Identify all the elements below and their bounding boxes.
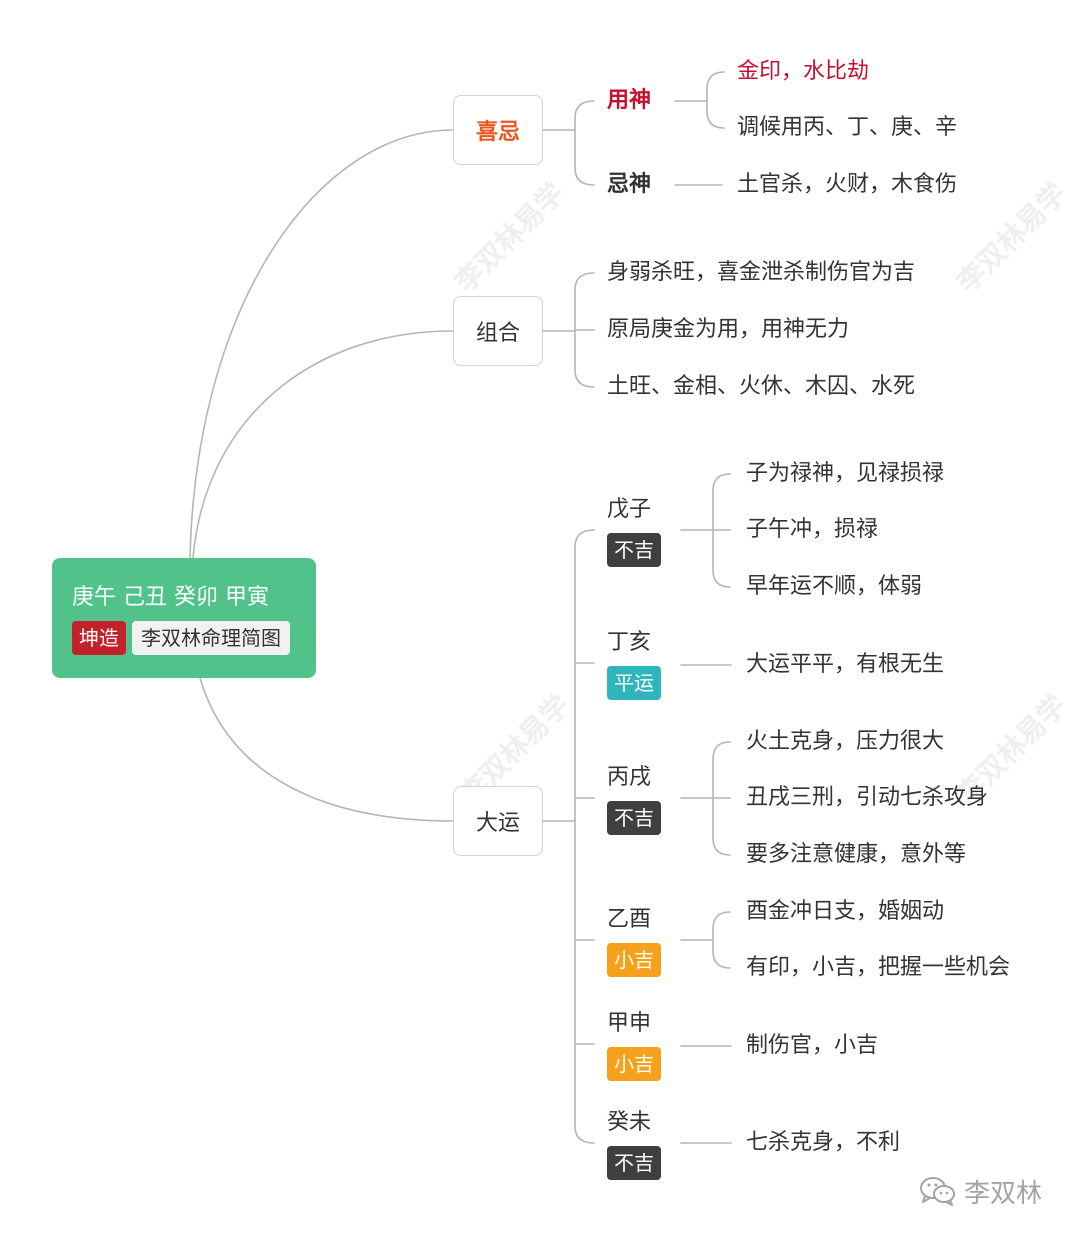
period-name: 癸未 [607, 1110, 652, 1135]
connector-xiji-bracket [574, 100, 595, 186]
root-title: 庚午 己丑 癸卯 甲寅 [72, 585, 269, 610]
connector-root-to-zuhe [192, 330, 454, 559]
branch-xiji-node: 喜忌 [453, 95, 543, 165]
connector-yongshen-bracket [706, 71, 725, 129]
root-caption-badge: 李双林命理简图 [132, 621, 290, 655]
account-watermark: 李双林 [918, 1174, 1043, 1209]
connector-dayun-bracket [574, 529, 595, 1144]
period-note: 大运平平，有根无生 [746, 652, 945, 677]
period-rating-badge: 不吉 [607, 533, 661, 567]
period-name: 戊子 [607, 497, 652, 522]
connector-period-3-bracket [712, 911, 731, 969]
connector-root-to-dayun [199, 677, 454, 822]
connector-root-to-xiji [189, 129, 454, 559]
yongshen-item: 调候用丙、丁、庚、辛 [737, 115, 958, 140]
account-name: 李双林 [964, 1178, 1043, 1209]
period-note: 七杀克身，不利 [746, 1130, 901, 1155]
period-note: 酉金冲日支，婚姻动 [746, 899, 945, 924]
period-name: 丁亥 [607, 630, 652, 655]
yongshen-item: 金印，水比劫 [737, 59, 870, 84]
period-note: 要多注意健康，意外等 [746, 842, 967, 867]
period-rating-badge: 不吉 [607, 801, 661, 835]
yongshen-label: 用神 [607, 88, 652, 113]
period-name: 乙酉 [607, 907, 652, 932]
period-rating-badge: 平运 [607, 666, 661, 700]
root-node: 庚午 己丑 癸卯 甲寅 坤造 李双林命理简图 [52, 558, 316, 678]
jishen-label: 忌神 [607, 172, 652, 197]
branch-zuhe-node: 组合 [453, 296, 543, 366]
jishen-item: 土官杀，火财，木食伤 [737, 172, 958, 197]
period-note: 早年运不顺，体弱 [746, 574, 923, 599]
branch-dayun-node: 大运 [453, 786, 543, 856]
wechat-icon [920, 1177, 955, 1206]
period-note: 子午冲，损禄 [746, 517, 879, 542]
root-tag-badge: 坤造 [72, 621, 126, 655]
period-name: 丙戌 [607, 765, 652, 790]
zuhe-item: 原局庚金为用，用神无力 [607, 317, 850, 342]
period-name: 甲申 [607, 1011, 652, 1036]
period-rating-badge: 不吉 [607, 1146, 661, 1180]
zuhe-item: 身弱杀旺，喜金泄杀制伤官为吉 [607, 260, 916, 285]
period-rating-badge: 小吉 [607, 1047, 661, 1081]
period-note: 制伤官，小吉 [746, 1033, 879, 1058]
period-note: 子为禄神，见禄损禄 [746, 461, 945, 486]
period-rating-badge: 小吉 [607, 943, 661, 977]
period-note: 火土克身，压力很大 [746, 729, 945, 754]
period-note: 丑戌三刑，引动七杀攻身 [746, 785, 989, 810]
period-note: 有印，小吉，把握一些机会 [746, 955, 1011, 980]
zuhe-item: 土旺、金相、火休、木囚、水死 [607, 374, 916, 399]
